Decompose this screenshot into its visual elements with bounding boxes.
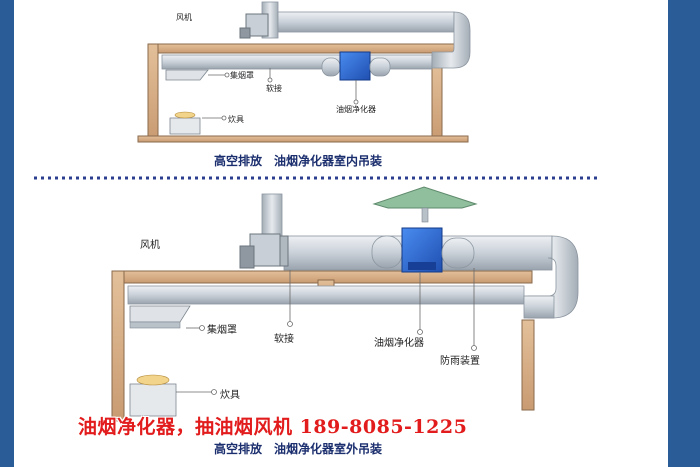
top-fan <box>239 13 269 39</box>
bottom-rain-label: 防雨装置 <box>440 356 480 367</box>
bottom-hood-label: 集烟罩 <box>207 325 237 336</box>
bottom-building-wall <box>111 270 535 422</box>
bottom-stove <box>129 374 177 417</box>
top-hose-label: 软接 <box>266 84 282 93</box>
top-duct <box>161 1 471 70</box>
top-stove-label: 炊具 <box>228 115 244 124</box>
top-caption: 高空排放 油烟净化器室内吊装 <box>214 154 383 168</box>
bottom-fan <box>239 233 289 269</box>
right-blue-border <box>668 0 700 467</box>
top-purifier-label: 油烟净化器 <box>336 105 376 114</box>
top-hood <box>165 69 209 81</box>
bottom-purifier <box>371 227 475 273</box>
bottom-duct <box>127 193 579 319</box>
bottom-hose-label: 软接 <box>274 334 294 345</box>
contact-banner: 油烟净化器，抽油烟风机 189-8085-1225 <box>78 416 468 438</box>
bottom-diagram <box>111 186 579 422</box>
bottom-fan-label: 风机 <box>140 240 160 251</box>
bottom-stove-label: 炊具 <box>220 390 240 401</box>
top-hood-label: 集烟罩 <box>230 71 254 80</box>
bottom-hood <box>129 305 191 323</box>
bottom-leader-lines <box>176 268 475 393</box>
top-fan-label: 风机 <box>176 13 192 22</box>
rain-cap <box>372 186 478 209</box>
top-diagram <box>137 1 471 143</box>
top-leader-lines <box>202 68 357 119</box>
top-building-wall <box>137 43 469 143</box>
top-stove <box>169 111 201 135</box>
bottom-caption: 高空排放 油烟净化器室外吊装 <box>214 442 383 456</box>
bottom-purifier-label: 油烟净化器 <box>374 338 424 349</box>
top-purifier <box>321 51 391 81</box>
left-blue-border <box>0 0 14 467</box>
